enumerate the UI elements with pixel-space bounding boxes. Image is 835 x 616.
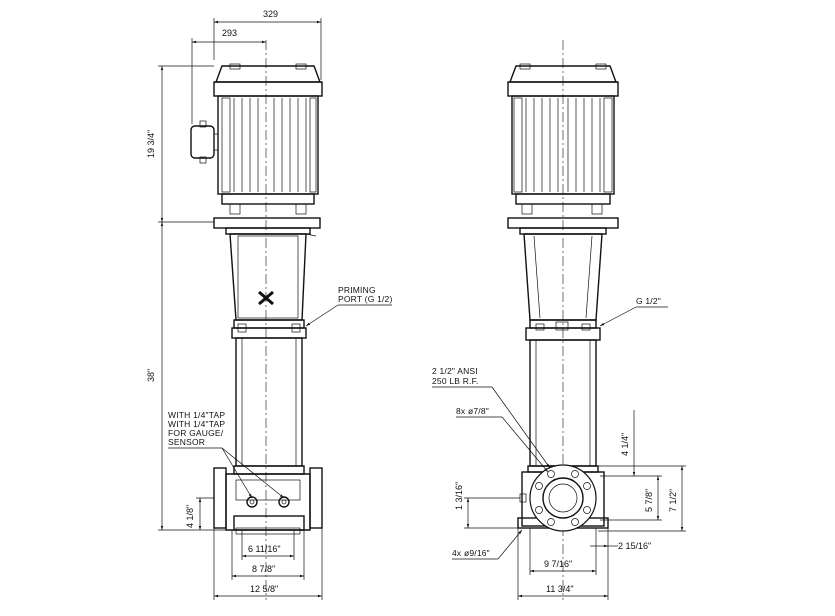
motor-fan-cover — [214, 65, 322, 83]
motor-body — [217, 95, 319, 195]
bolt-holes-label: 8x ø7/8" — [456, 406, 489, 416]
dim-flange-dia-outer: 7 1/2" — [668, 489, 678, 512]
dim-flange-span: 8 7/8" — [252, 564, 275, 574]
dim-base-outer: 11 3/4" — [546, 584, 574, 594]
inlet-flange — [213, 467, 227, 529]
dim-offset: 2 15/16" — [618, 541, 651, 551]
g-half-label: G 1/2" — [636, 296, 661, 306]
dim-flange-dia-inner: 5 7/8" — [644, 489, 654, 512]
front-view: 329 293 19 3/4" 38" 4 1/8" 6 11/16" 8 7/… — [146, 9, 393, 600]
side-flange-face — [529, 464, 597, 532]
brand-logo-icon — [258, 290, 274, 306]
dim-motor-height: 19 3/4" — [146, 130, 156, 158]
dim-flange-top: 4 1/4" — [620, 433, 630, 456]
foot-holes-label: 4x ø9/16" — [452, 548, 490, 558]
tap-label-line3: FOR GAUGE/ — [168, 428, 224, 438]
motor-stool — [229, 233, 307, 321]
outlet-flange — [309, 467, 323, 529]
ansi-label-line2: 250 LB R.F. — [432, 376, 479, 386]
pump-sleeve — [235, 337, 303, 467]
tap-label-line4: SENSOR — [168, 437, 205, 447]
side-g-half-port — [555, 321, 569, 331]
motor-stool-flange — [213, 217, 321, 229]
side-motor-fins — [513, 97, 613, 193]
flange-bolt-holes — [535, 470, 591, 526]
dim-base-inner: 9 7/16" — [544, 559, 572, 569]
pump-base — [225, 473, 311, 531]
side-view: G 1/2" 2 1/2" ANSI 250 LB R.F. 8x ø7/8" … — [432, 40, 686, 600]
tap-label-line2: WITH 1/4"TAP — [168, 419, 225, 429]
terminal-box — [190, 125, 215, 159]
dim-329: 329 — [263, 9, 278, 19]
ansi-label-line1: 2 1/2" ANSI — [432, 366, 478, 376]
dim-foot-height: 1 3/16" — [454, 482, 464, 510]
dim-293: 293 — [222, 28, 237, 38]
priming-label-line2: PORT (G 1/2) — [338, 294, 393, 304]
motor-fins — [221, 97, 317, 193]
priming-label-line1: PRIMING — [338, 285, 376, 295]
dim-port-spacing: 6 11/16" — [248, 544, 281, 554]
gauge-port-right — [278, 496, 290, 508]
dim-inlet-height: 4 1/8" — [185, 505, 195, 528]
dim-base-width: 12 5/8" — [250, 584, 278, 594]
tap-label-line1: WITH 1/4"TAP — [168, 410, 225, 420]
dim-overall-height: 38" — [146, 369, 156, 382]
gauge-port-left — [246, 496, 258, 508]
